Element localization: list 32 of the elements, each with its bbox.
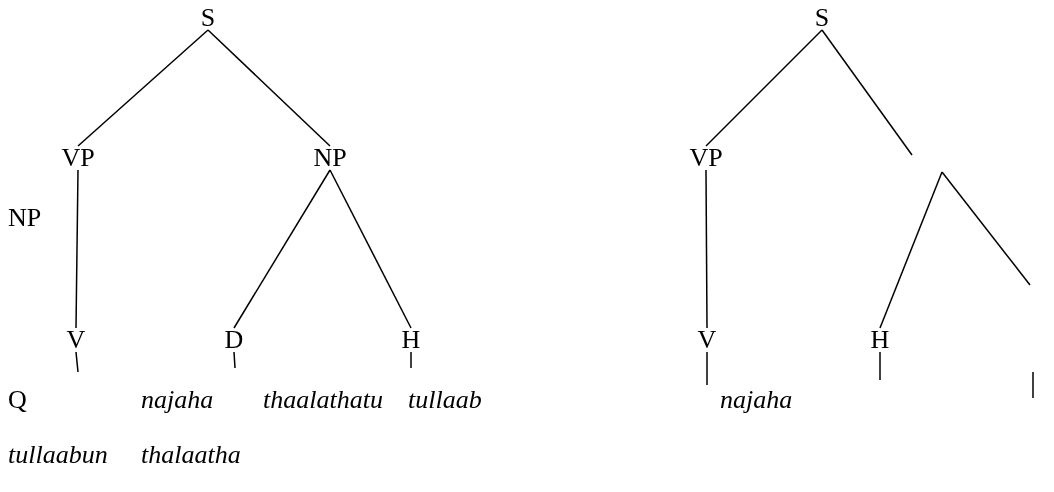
category-label: VP [61,144,95,172]
branch-line [879,351,881,381]
category-label: VP [689,144,723,172]
branch-line [329,169,412,329]
branch-line [879,171,943,329]
gloss-word: tullaab [408,386,482,414]
branch-line [233,351,236,369]
branch-line [233,169,331,329]
branch-line [410,351,412,369]
category-label: H [870,326,890,354]
category-label: V [66,326,86,354]
branch-line [821,29,913,156]
gloss-word: najaha [720,386,793,414]
category-label: NP [313,144,347,172]
branch-line [75,169,79,329]
category-label: V [697,326,717,354]
category-label: H [401,326,421,354]
category-label: S [814,4,830,32]
category-label: D [224,326,244,354]
branch-line [705,29,823,147]
branch-line [207,29,331,147]
gloss-word: tullaabun [8,441,108,469]
branch-line [77,29,209,147]
branch-line [75,351,79,373]
gloss-word: thalaatha [141,441,241,469]
gloss-word: najaha [141,386,214,414]
branch-line [705,169,708,329]
stray-label: NP [8,204,42,232]
category-label: S [200,4,216,32]
stray-label: Q [8,386,27,414]
branch-line [706,351,708,386]
gloss-word: thaalathatu [263,386,383,414]
